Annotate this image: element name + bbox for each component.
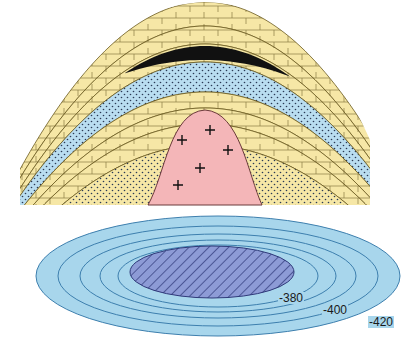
oil-pool-area	[130, 246, 294, 298]
granite-sign	[195, 163, 205, 173]
granite-sign	[205, 125, 215, 135]
contour-line	[58, 226, 378, 326]
granite-sign	[223, 145, 233, 155]
contour-line	[118, 245, 318, 307]
granite-sign	[177, 135, 187, 145]
oil-lens	[125, 46, 290, 77]
granite-sign	[173, 180, 183, 190]
contour-line	[100, 240, 336, 312]
contour-line	[80, 234, 356, 318]
intrusion	[148, 110, 262, 205]
contour-value: -420	[368, 316, 394, 328]
contour-value: -400	[322, 304, 348, 316]
contour-value: -380	[278, 292, 304, 304]
contour-line	[36, 216, 400, 336]
